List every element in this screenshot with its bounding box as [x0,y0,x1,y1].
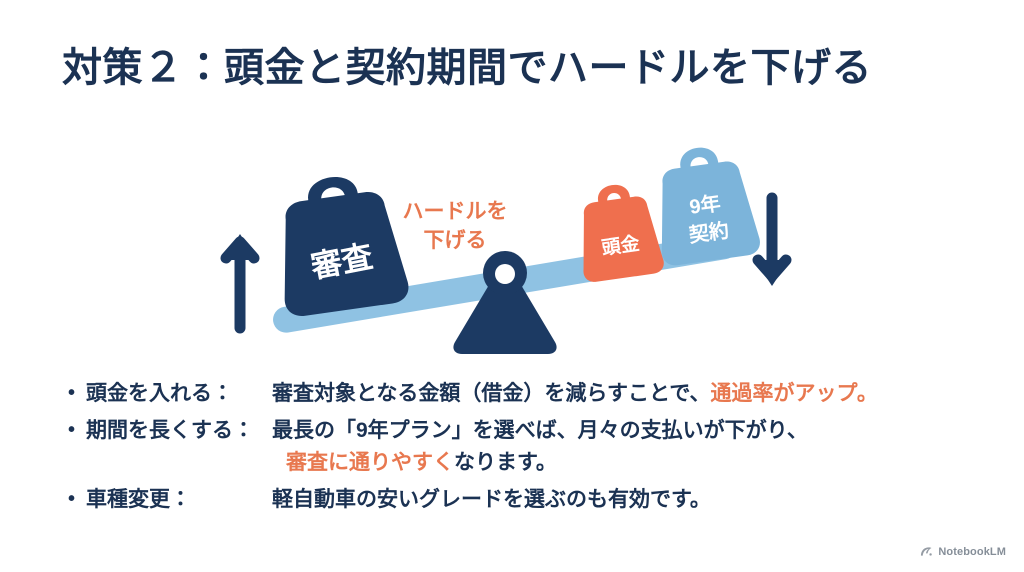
bullet-label: 頭金を入れる： [86,382,233,405]
bullet-marker: • [68,382,76,404]
bullet-sub-line: 審査に通りやすくなります。 [272,447,968,480]
center-note: ハードルを 下げる [403,200,508,252]
list-item: • 頭金を入れる： 審査対象となる金額（借金）を減らすことで、通過率がアップ。 [68,378,968,411]
bullet-body-plain: 審査対象となる金額（借金）を減らすことで、 [272,382,711,405]
svg-text:下げる: 下げる [424,229,487,252]
bullet-body-plain: 軽自動車の安いグレードを選ぶのも有効です。 [272,487,711,511]
bullet-marker: • [68,487,76,510]
arrow-down-icon [752,192,792,286]
seesaw-illustration: 審査 ハードルを 下げる 頭金 9年 契約 [210,130,820,360]
svg-text:ハードルを: ハードルを [403,200,508,223]
bullet-body: 軽自動車の安いグレードを選ぶのも有効です。 [272,484,968,517]
bullet-sub-accent: 審査に通りやすく [286,451,454,475]
weight-9nen-keiyaku: 9年 契約 [661,147,760,266]
bullet-label: 期間を長くする： [86,418,254,442]
bullet-label: 車種変更： [86,487,191,511]
bullet-body: 最長の「9年プラン」を選べば、月々の支払いが下がり、審査に通りやすくなります。 [272,415,968,480]
watermark-label: NotebookLM [938,545,1006,558]
svg-text:9年: 9年 [688,191,722,219]
notebooklm-icon [920,545,933,558]
bullet-body-plain: 最長の「9年プラン」を選べば、月々の支払いが下がり、 [272,418,808,442]
bullet-body: 審査対象となる金額（借金）を減らすことで、通過率がアップ。 [272,378,968,411]
bullet-body-accent: 通過率がアップ。 [710,382,878,405]
bullet-sub-tail: なります。 [454,451,557,475]
weight-atamakin: 頭金 [583,184,664,282]
list-item: • 車種変更： 軽自動車の安いグレードを選ぶのも有効です。 [68,484,968,517]
weight-shinsa: 審査 [284,177,409,316]
fulcrum [453,251,557,354]
list-item: • 期間を長くする： 最長の「9年プラン」を選べば、月々の支払いが下がり、審査に… [68,415,968,480]
page-title: 対策２：頭金と契約期間でハードルを下げる [62,46,872,90]
bullet-marker: • [68,418,76,441]
notebooklm-watermark: NotebookLM [920,545,1006,558]
bullet-list: • 頭金を入れる： 審査対象となる金額（借金）を減らすことで、通過率がアップ。 … [68,378,968,520]
arrow-up-icon [220,234,260,334]
